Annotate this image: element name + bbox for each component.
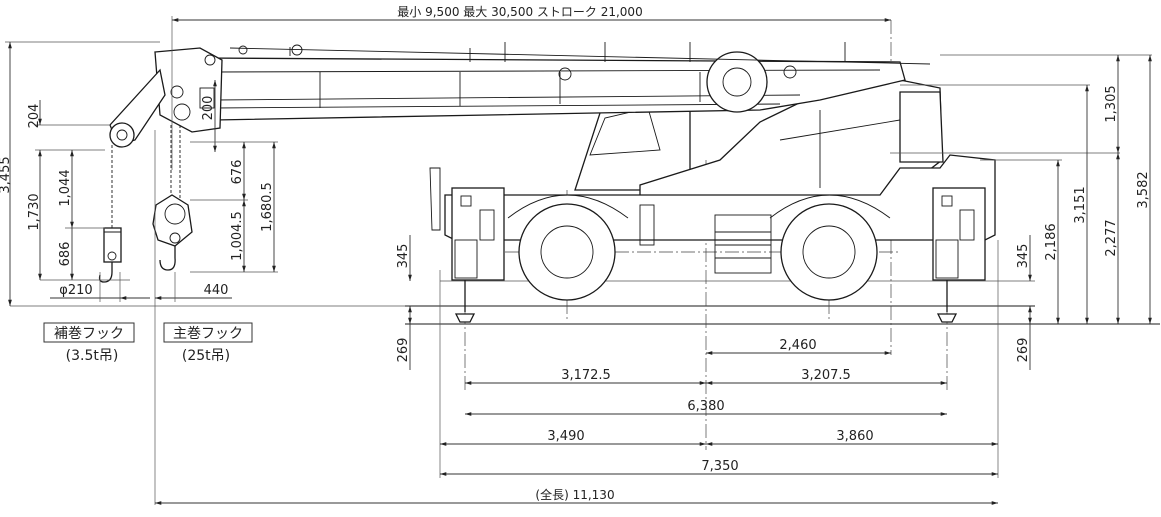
dim-676: 676 [230, 160, 245, 185]
hook-labels: 補巻フック (3.5t吊) 主巻フック (25t吊) [43, 322, 253, 364]
aux-hook-capacity: (3.5t吊) [66, 348, 119, 364]
dim-1004: 1,004.5 [230, 211, 245, 261]
main-hook-label: 主巻フック [173, 326, 243, 342]
dimension-lines [5, 16, 1152, 505]
dim-2186: 2,186 [1044, 223, 1059, 260]
dim-1044: 1,044 [58, 169, 73, 206]
aux-hook-label: 補巻フック [54, 326, 124, 342]
dim-345-right: 345 [1016, 244, 1031, 269]
telescopic-boom [109, 42, 931, 228]
aux-hook-label-box [43, 322, 135, 343]
front-wheel [518, 203, 616, 301]
dim-1730: 1,730 [27, 193, 42, 230]
dim-2277: 2,277 [1104, 219, 1119, 256]
dim-686: 686 [58, 242, 73, 267]
front-outrigger [429, 167, 505, 323]
dim-269-left: 269 [396, 338, 411, 363]
dim-3151: 3,151 [1073, 186, 1088, 223]
dim-3172: 3,172.5 [561, 368, 611, 383]
dim-6380: 6,380 [687, 399, 724, 414]
main-hook-label-box [163, 322, 253, 343]
dim-phi210: φ210 [59, 283, 92, 298]
boom-stroke-label: 最小 9,500 最大 30,500 ストローク 21,000 [397, 5, 642, 19]
dim-3207: 3,207.5 [801, 368, 851, 383]
dim-1680: 1,680.5 [260, 182, 275, 232]
dimension-labels: 最小 9,500 最大 30,500 ストローク 21,000 3,455 20… [0, 5, 1151, 502]
dim-1305: 1,305 [1104, 85, 1119, 122]
dim-7350: 7,350 [701, 459, 738, 474]
dim-3455: 3,455 [0, 156, 13, 193]
rear-wheel [780, 203, 878, 301]
dim-204: 204 [27, 104, 42, 129]
dim-3490: 3,490 [547, 429, 584, 444]
auxiliary-hook [98, 227, 122, 283]
dim-2460: 2,460 [779, 338, 816, 353]
dim-269-right: 269 [1016, 338, 1031, 363]
dim-440: 440 [204, 283, 229, 298]
main-hook [152, 194, 193, 271]
dim-345-left: 345 [396, 244, 411, 269]
dim-overall-length: (全長) 11,130 [535, 487, 614, 502]
crane-carrier [429, 79, 996, 323]
rear-outrigger [932, 187, 986, 323]
dim-3582: 3,582 [1136, 171, 1151, 208]
dim-200: 200 [201, 96, 216, 121]
dim-3860: 3,860 [836, 429, 873, 444]
main-hook-capacity: (25t吊) [182, 348, 230, 364]
